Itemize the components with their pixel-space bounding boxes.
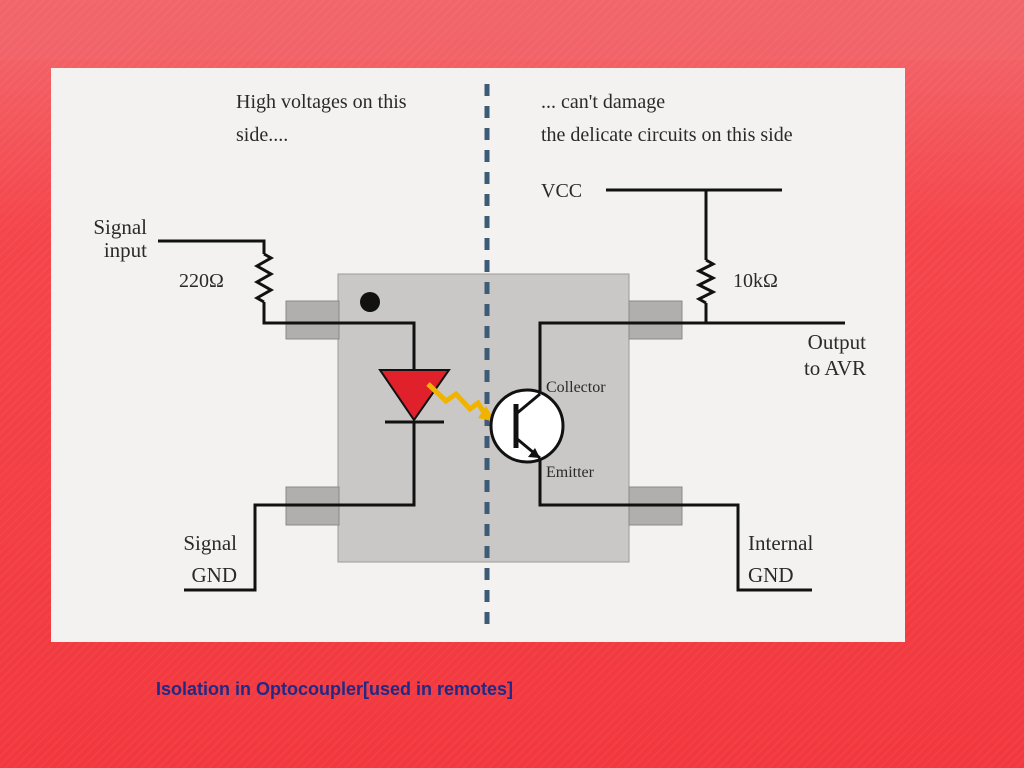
pin-anode	[285, 300, 340, 340]
wire-led-cathode	[184, 422, 416, 592]
resistor-220-label: 220Ω	[179, 270, 224, 292]
wire-collector	[538, 321, 845, 394]
right-note-line1: ... can't damage	[541, 91, 665, 113]
internal-gnd-label-line2: GND	[748, 563, 794, 587]
resistor-10k-label: 10kΩ	[733, 270, 778, 292]
pin1-marker	[360, 292, 380, 312]
wire-led-anode	[262, 302, 416, 370]
phototransistor-body	[489, 388, 565, 464]
wire-emitter	[538, 458, 812, 592]
slide-top-band	[0, 0, 1024, 60]
signal-gnd-label-line2: GND	[192, 563, 238, 587]
light-arrow	[426, 382, 489, 418]
left-note-line2: side....	[236, 124, 288, 146]
pin-collector	[628, 300, 683, 340]
collector-label: Collector	[546, 379, 606, 396]
transistor-collector-leg	[515, 392, 541, 416]
slide-caption: Isolation in Optocoupler[used in remotes…	[156, 679, 514, 699]
signal-gnd-label-line1: Signal	[183, 531, 237, 555]
signal-input-label-line2: input	[104, 238, 147, 262]
signal-input-label-line1: Signal	[93, 215, 147, 239]
resistor-10k	[695, 258, 717, 305]
right-note-line2: the delicate circuits on this side	[541, 124, 793, 146]
wire-signal-input	[158, 239, 266, 254]
internal-gnd-label-line1: Internal	[748, 531, 813, 555]
output-label-line1: Output	[808, 330, 867, 354]
resistor-220	[253, 252, 275, 304]
led-triangle	[378, 369, 451, 422]
vcc-label: VCC	[541, 180, 582, 202]
output-label-line2: to AVR	[804, 356, 866, 380]
emitter-arrow	[528, 448, 540, 458]
emitter-label: Emitter	[546, 464, 595, 481]
left-note-line1: High voltages on this	[236, 91, 407, 113]
